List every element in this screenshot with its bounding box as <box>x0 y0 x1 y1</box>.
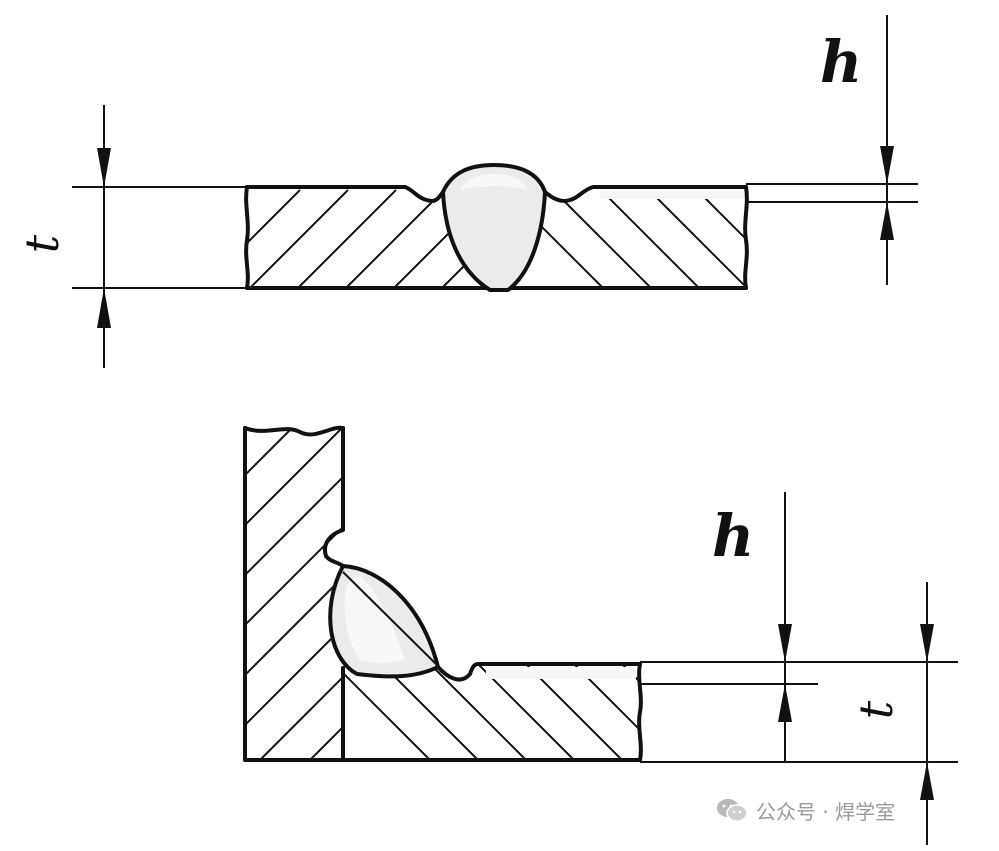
butt-thickness-label: t <box>15 234 69 253</box>
butt-t-arrow-up <box>97 288 111 328</box>
horizontal-surface-highlight <box>486 667 636 679</box>
horizontal-plate-break-line <box>637 662 643 762</box>
watermark-text: 公众号 · 焊学室 <box>756 799 896 824</box>
fillet-weld-fusion-line <box>342 571 437 665</box>
butt-right-break-line <box>743 185 749 290</box>
fillet-h-arrow-up <box>778 684 792 722</box>
fillet-thickness-label: t <box>849 700 903 719</box>
butt-h-arrow-up <box>880 202 894 240</box>
butt-right-top-edge <box>543 185 748 203</box>
vertical-plate-break-line <box>243 425 345 437</box>
fillet-weld-highlight <box>344 576 405 663</box>
vertical-plate-inner-edge <box>323 426 345 568</box>
butt-weld-height-label: h <box>820 28 862 96</box>
fillet-h-arrow-down <box>778 624 792 662</box>
butt-left-top-edge <box>245 185 445 203</box>
corner-weld-section <box>243 425 958 845</box>
butt-left-break-line <box>244 185 250 290</box>
fillet-t-arrow-up <box>920 762 934 800</box>
butt-h-arrow-down <box>880 146 894 184</box>
butt-surface-highlight <box>600 189 746 199</box>
watermark: 公众号 · 焊学室 <box>716 795 895 825</box>
fillet-weld-height-label: h <box>712 502 754 570</box>
butt-weld-section <box>72 15 918 368</box>
butt-t-arrow-down <box>97 148 111 187</box>
butt-right-plate-hatch <box>508 189 746 290</box>
corner-outer-edge <box>243 426 642 762</box>
wechat-icon <box>717 799 748 822</box>
butt-weld-highlight <box>460 174 528 190</box>
butt-weld-bead <box>441 163 547 292</box>
horizontal-plate-top-edge <box>436 662 642 682</box>
butt-left-plate-hatch <box>247 189 490 290</box>
fillet-t-arrow-down <box>920 624 934 662</box>
